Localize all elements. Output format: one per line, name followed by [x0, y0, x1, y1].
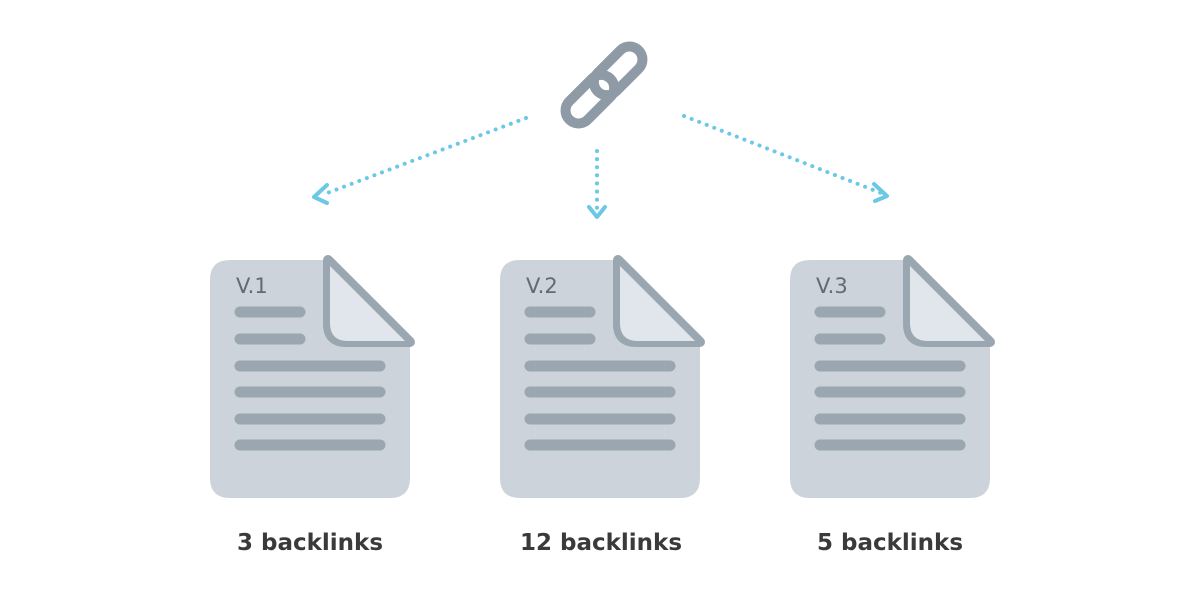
- document-1-caption: 3 backlinks: [237, 530, 383, 556]
- document-3: V.3: [790, 255, 995, 498]
- document-3-version: V.3: [816, 274, 848, 298]
- document-2: V.2: [500, 255, 705, 498]
- arrow-to-doc-2: [587, 149, 607, 219]
- arrow-to-doc-1: [312, 116, 528, 205]
- document-2-caption: 12 backlinks: [520, 530, 682, 556]
- chain-link-icon: [560, 41, 648, 129]
- arrow-to-doc-3: [682, 114, 889, 203]
- document-2-version: V.2: [526, 274, 558, 298]
- document-3-caption: 5 backlinks: [817, 530, 963, 556]
- document-1: V.1: [210, 255, 415, 498]
- document-1-version: V.1: [236, 274, 268, 298]
